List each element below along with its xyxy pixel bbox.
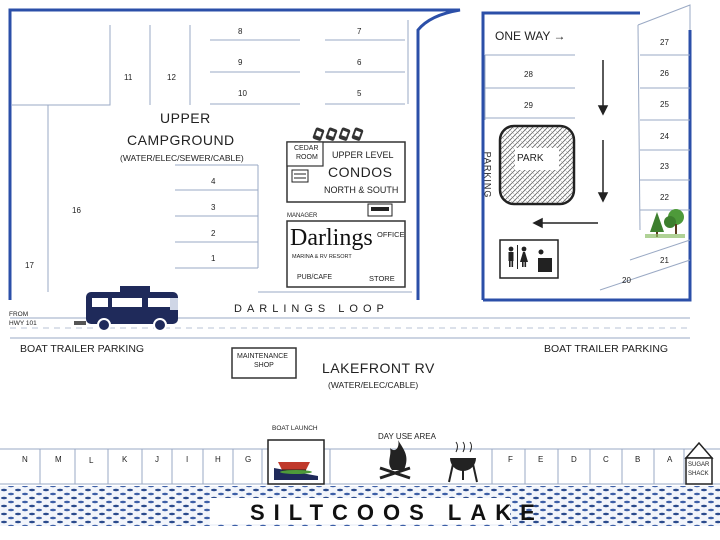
day-use-area-label: DAY USE AREA [378, 432, 436, 441]
boat-trailer-parking-right: BOAT TRAILER PARKING [544, 343, 669, 355]
site-8: 8 [238, 27, 243, 36]
site-2: 2 [211, 229, 216, 238]
site-4: 4 [211, 177, 216, 186]
condos-line-3: NORTH & SOUTH [324, 185, 399, 195]
campfire [379, 440, 411, 480]
from-hwy-1: FROM [9, 311, 29, 318]
upper-campground-title-2: CAMPGROUND [127, 132, 235, 148]
site-5: 5 [357, 89, 362, 98]
cedar-room-2: ROOM [296, 154, 318, 161]
site-25: 25 [660, 100, 669, 109]
one-way-label: ONE WAY → [495, 29, 566, 43]
site-27: 27 [660, 38, 669, 47]
lake-site-n: N [22, 455, 28, 464]
site-3: 3 [211, 203, 216, 212]
lake-site-h: H [215, 455, 221, 464]
lake-site-l: L [89, 456, 94, 465]
lake-site-f: F [508, 455, 513, 464]
site-11: 11 [124, 73, 133, 82]
grill [448, 441, 478, 483]
pub-cafe-label: PUB/CAFE [297, 274, 333, 281]
siltcoos-lake-label: SILTCOOS LAKE [250, 500, 544, 525]
site-7: 7 [357, 27, 362, 36]
lake-site-b: B [635, 455, 641, 464]
lake-site-c: C [603, 455, 609, 464]
condos-line-1: UPPER LEVEL [332, 150, 394, 160]
lakefront-rv-amenities: (WATER/ELEC/CABLE) [328, 380, 419, 390]
sugar-shack-1: SUGAR [688, 462, 710, 468]
sugar-shack-2: SHACK [688, 471, 709, 477]
lakefront-rv-title: LAKEFRONT RV [322, 360, 435, 376]
site-22: 22 [660, 193, 669, 202]
lake-site-e: E [538, 455, 544, 464]
maintenance-shop-2: SHOP [254, 362, 274, 369]
darlings-tagline: MARINA & RV RESORT [292, 254, 352, 260]
site-16: 16 [72, 206, 81, 215]
site-9: 9 [238, 58, 243, 67]
lake-site-k: K [122, 455, 128, 464]
site-28: 28 [524, 70, 533, 79]
maintenance-shop-1: MAINTENANCE [237, 353, 288, 360]
site-12: 12 [167, 73, 176, 82]
lake-site-i: I [186, 455, 189, 464]
from-hwy-2: HWY 101 [9, 320, 37, 327]
parking-label: PARKING [482, 151, 493, 199]
site-6: 6 [357, 58, 362, 67]
site-20: 20 [622, 276, 631, 285]
boat-launch-label: BOAT LAUNCH [272, 425, 318, 432]
site-21: 21 [660, 256, 669, 265]
site-26: 26 [660, 69, 669, 78]
condos-line-2: CONDOS [328, 164, 393, 180]
site-10: 10 [238, 89, 247, 98]
east-boundary-left [481, 11, 640, 300]
darlings-logo: Darlings [290, 225, 373, 251]
upper-campground-amenities: (WATER/ELEC/SEWER/CABLE) [120, 153, 244, 163]
site-1: 1 [211, 254, 216, 263]
lake-site-a: A [667, 455, 673, 464]
lake-site-d: D [571, 455, 577, 464]
rv-vehicle [74, 286, 178, 332]
upper-campground-boundary [8, 8, 461, 300]
boat-trailer-parking-left: BOAT TRAILER PARKING [20, 343, 145, 355]
park-label: PARK [517, 153, 544, 164]
site-24: 24 [660, 132, 669, 141]
cedar-room-1: CEDAR [294, 145, 319, 152]
lake-site-m: M [55, 455, 62, 464]
site-29: 29 [524, 101, 533, 110]
upper-campground-title-1: UPPER [160, 110, 211, 126]
site-23: 23 [660, 162, 669, 171]
lake-site-g: G [245, 455, 252, 464]
darlings-loop-label: DARLINGS LOOP [234, 303, 389, 315]
store-label: STORE [369, 274, 395, 283]
site-17: 17 [25, 261, 34, 270]
trees [645, 209, 685, 238]
manager-label: MANAGER [287, 213, 318, 219]
office-label: OFFICE [377, 230, 405, 239]
lake-site-j: J [155, 455, 159, 464]
